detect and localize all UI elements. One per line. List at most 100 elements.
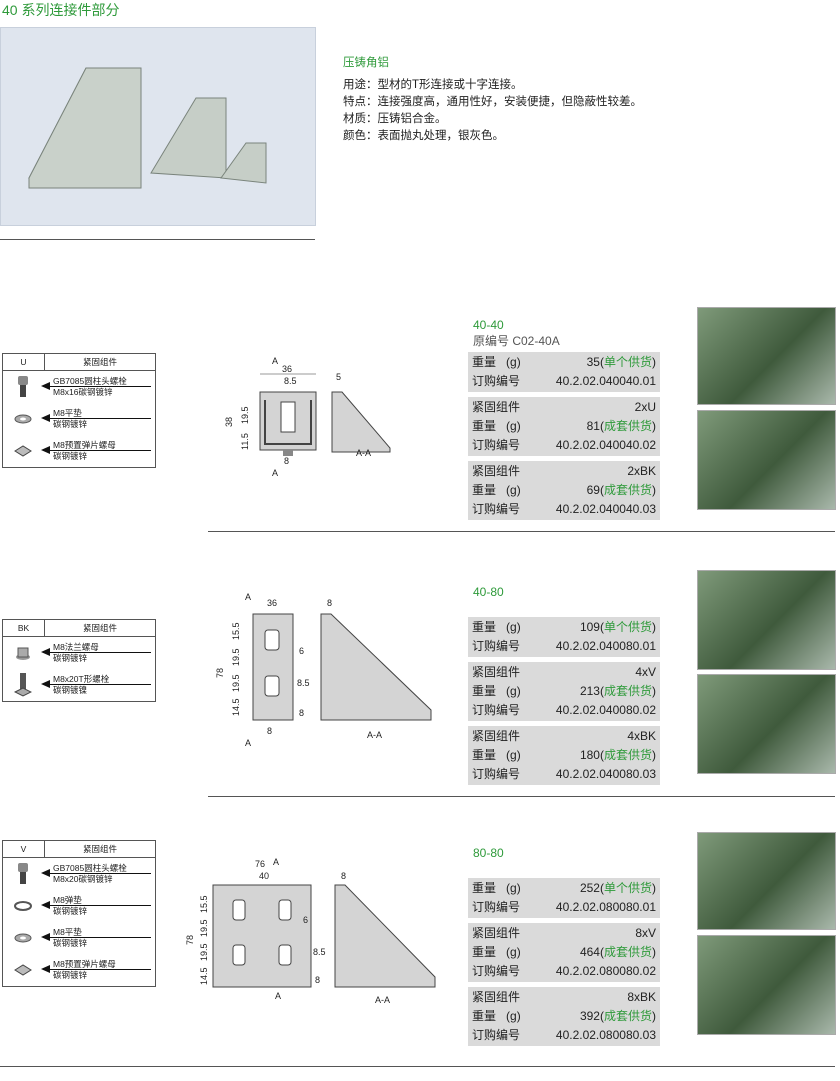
divider (208, 796, 835, 797)
dim-slot: 6 (299, 646, 304, 656)
weight-unit: (g) (506, 748, 521, 762)
weight-unit: (g) (506, 483, 521, 497)
weight-unit: (g) (506, 419, 521, 433)
weight-label: 重量 (472, 483, 497, 497)
fastener-header: 紧固组件 (82, 844, 117, 854)
dim-d2: 11.5 (240, 433, 250, 450)
supply-type: 成套供货 (603, 945, 652, 959)
order-label: 订购编号 (472, 639, 521, 653)
set-label: 紧固组件 (472, 990, 521, 1004)
order-number: 40.2.02.040040.03 (555, 502, 656, 516)
dim-height: 78 (185, 935, 195, 945)
fastener-material: 碳钢镀锌 (53, 938, 88, 948)
order-label: 订购编号 (472, 767, 521, 781)
fastener-type: U (3, 354, 45, 370)
fastener-material: 碳钢镀锌 (53, 970, 88, 980)
product-code: 80-80 (473, 846, 504, 860)
flange-nut-icon (16, 647, 30, 660)
weight-value: 69 (586, 483, 600, 497)
order-label: 订购编号 (472, 1028, 521, 1042)
set-value: 4xBK (627, 729, 656, 743)
fastener-item: M8弹垫碳钢镀锌 (3, 890, 155, 922)
dim-side: 8 (341, 871, 346, 881)
product-code: 40-40 (473, 318, 504, 332)
dim-bottom: 8 (284, 456, 289, 466)
flat-washer-icon (14, 933, 32, 943)
dim-slot2: 8.5 (313, 947, 326, 957)
spring-nut-icon (14, 964, 32, 976)
dim-d4: 14.5 (199, 967, 209, 985)
weight-unit: (g) (506, 355, 521, 369)
weight-value: 252 (579, 881, 600, 895)
spring-washer-icon (14, 901, 32, 911)
weight-label: 重量 (472, 355, 497, 369)
application-photo (697, 410, 836, 510)
application-photo (697, 307, 836, 405)
section-mark: A (245, 592, 251, 602)
section-mark: A (273, 857, 279, 867)
fastener-name: M8预置弹片螺母 (53, 959, 116, 969)
product-description: 压铸角铝 用途：型材的T形连接或十字连接。 特点：连接强度高，通用性好，安装便捷… (343, 55, 642, 145)
set-value: 8xV (635, 926, 656, 940)
set-value: 8xBK (627, 990, 656, 1004)
fastener-material: 碳钢镀锌 (53, 419, 88, 429)
set-label: 紧固组件 (472, 729, 521, 743)
weight-unit: (g) (506, 1009, 521, 1023)
fastener-item: M8法兰螺母碳钢镀锌 (3, 637, 155, 669)
order-label: 订购编号 (472, 703, 521, 717)
drawing-40-80: A 36 78 15.5 19.5 19.5 14.5 6 8.5 8 8 A … (215, 592, 432, 748)
dim-bottom: 8 (267, 726, 272, 736)
product-code-40-40: 40-40 原编号 C02-40A (473, 318, 560, 349)
fastener-name: M8预置弹片螺母 (53, 440, 116, 450)
page-title: 40 系列连接件部分 (2, 2, 120, 18)
fastener-header: 紧固组件 (82, 623, 117, 633)
weight-value: 35 (586, 355, 600, 369)
dim-d2: 19.5 (199, 919, 209, 937)
set-value: 2xU (634, 400, 656, 414)
cap-screw-icon (18, 863, 28, 884)
weight-value: 109 (579, 620, 600, 634)
section-mark: A (275, 991, 281, 1001)
weight-unit: (g) (506, 881, 521, 895)
fastener-material: 碳钢镀镍 (53, 685, 88, 695)
section-mark: A (272, 356, 278, 366)
dim-height: 78 (215, 668, 225, 678)
weight-label: 重量 (472, 881, 497, 895)
divider (208, 531, 835, 532)
set-label: 紧固组件 (472, 464, 521, 478)
weight-label: 重量 (472, 419, 497, 433)
weight-label: 重量 (472, 620, 497, 634)
dim-height: 38 (224, 417, 234, 427)
fastener-table-bk: BK 紧固组件 M8法兰螺母碳钢镀锌 M8x20T形螺栓碳钢镀镍 (2, 619, 156, 702)
fastener-name: M8平垫 (53, 408, 82, 418)
dim-bottom: 8 (299, 708, 304, 718)
flat-washer-icon (14, 414, 32, 424)
dim-side: 5 (336, 372, 341, 382)
fastener-type: BK (3, 620, 45, 636)
old-code: 原编号 C02-40A (473, 334, 560, 348)
fastener-material: 碳钢镀锌 (53, 906, 88, 916)
usage-line: 用途：型材的T形连接或十字连接。 (343, 79, 523, 91)
fastener-item: M8x20T形螺栓碳钢镀镍 (3, 669, 155, 701)
order-label: 订购编号 (472, 964, 521, 978)
cap-screw-icon (18, 376, 28, 397)
divider (0, 239, 315, 240)
weight-value: 180 (579, 748, 600, 762)
application-photo (697, 674, 836, 774)
section-label: A-A (375, 995, 390, 1005)
product-code: 40-80 (473, 585, 504, 599)
divider (0, 1066, 835, 1067)
fastener-header: 紧固组件 (82, 357, 117, 367)
fastener-material: 碳钢镀锌 (53, 451, 88, 461)
supply-type: 成套供货 (603, 1009, 652, 1023)
dim-side: 8 (327, 598, 332, 608)
fastener-item: M8平垫碳钢镀锌 (3, 922, 155, 954)
